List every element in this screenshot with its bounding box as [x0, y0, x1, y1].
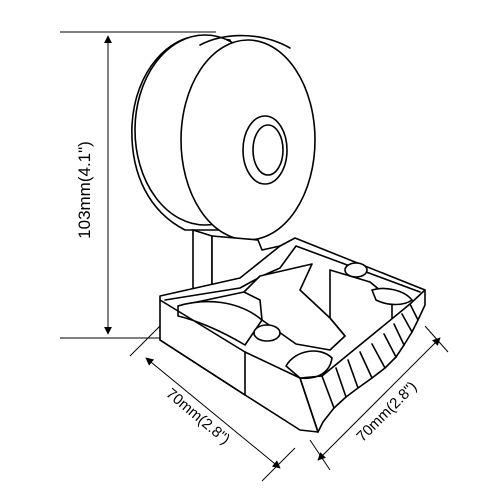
product-illustration: [131, 34, 426, 433]
width-right-label: 70mm(2.8"): [353, 378, 420, 445]
height-label: 103mm(4.1"): [75, 141, 94, 239]
base-tray-rim: [164, 245, 421, 301]
tray-front-wall: [159, 299, 246, 396]
width-left-extension-b: [261, 447, 296, 482]
width-right-dimension-line: [317, 337, 441, 461]
base-tray-floor: [177, 263, 346, 351]
width-left-extension-a: [129, 325, 161, 357]
right-pocket: [371, 287, 413, 306]
right-top-hole: [344, 262, 368, 278]
tape-roll-top-edge: [199, 34, 291, 49]
front-pocket: [285, 350, 333, 380]
tape-core-inner: [252, 124, 284, 176]
height-dimension: 103mm(4.1"): [60, 31, 216, 339]
left-pocket-hole: [253, 324, 281, 342]
width-left-label: 70mm(2.8"): [163, 385, 234, 448]
width-right-extension-a: [309, 439, 331, 471]
tray-ribs: [299, 289, 426, 433]
width-left-dimension-line: [145, 357, 281, 469]
width-right-extension-b: [424, 325, 449, 353]
